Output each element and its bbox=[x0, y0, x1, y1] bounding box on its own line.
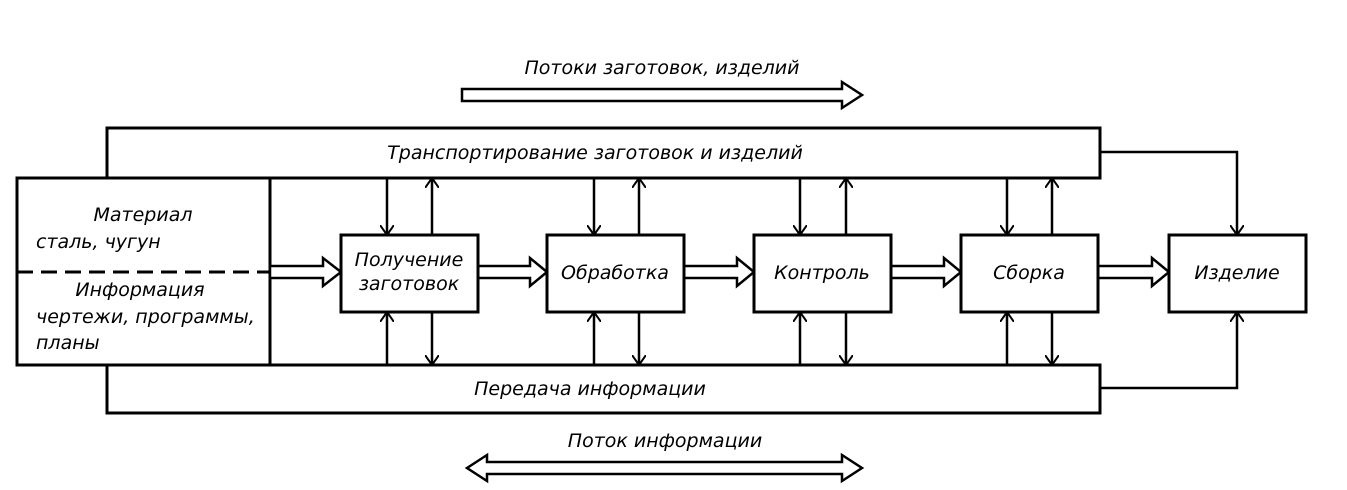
stage-label: Сборка bbox=[993, 262, 1065, 284]
stage-inspection: Контроль bbox=[752, 233, 893, 314]
material-items: сталь, чугун bbox=[36, 231, 161, 253]
stage-product: Изделие bbox=[1167, 233, 1308, 314]
flow-arrow-4 bbox=[889, 255, 963, 289]
information-flow-arrow bbox=[464, 452, 865, 484]
stage-label: Контроль bbox=[774, 262, 870, 284]
material-title: Материал bbox=[94, 204, 193, 226]
flow-arrow-1 bbox=[268, 255, 344, 289]
transport-bar bbox=[105, 126, 1102, 180]
flow-arrow-5 bbox=[1096, 255, 1171, 289]
stage-label: заготовок bbox=[359, 273, 460, 295]
stage-machining: Обработка bbox=[545, 233, 686, 314]
stage-assembly: Сборка bbox=[959, 233, 1100, 314]
info-items-1: чертежи, программы, bbox=[36, 306, 255, 328]
information-bar bbox=[105, 363, 1102, 415]
materials-flow-arrow bbox=[460, 79, 865, 111]
vertical-arrows bbox=[387, 150, 1237, 390]
transport-bar-label: Транспортирование заготовок и изделий bbox=[387, 142, 803, 164]
information-flow-label: Поток информации bbox=[568, 430, 762, 452]
flow-arrow-3 bbox=[682, 255, 756, 289]
stage-label: Обработка bbox=[561, 262, 669, 284]
flow-arrow-2 bbox=[476, 255, 549, 289]
info-items-2: планы bbox=[36, 332, 100, 354]
stage-receiving: Получение заготовок bbox=[339, 233, 480, 314]
stage-label: Изделие bbox=[1194, 262, 1279, 284]
info-title: Информация bbox=[75, 279, 204, 301]
stage-label: Получение bbox=[355, 249, 464, 271]
materials-flow-label: Потоки заготовок, изделий bbox=[524, 57, 799, 79]
information-bar-label: Передача информации bbox=[474, 378, 706, 400]
